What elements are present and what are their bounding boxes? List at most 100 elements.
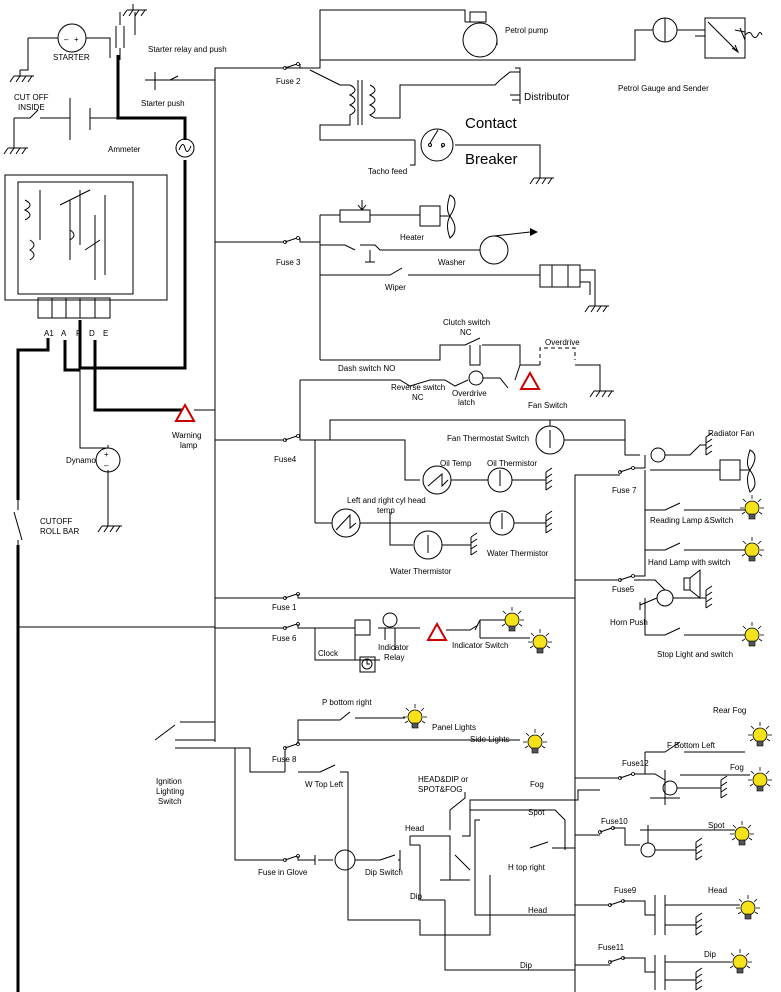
terminal-f-label: F: [76, 329, 81, 338]
overdrive-label: Overdrive: [545, 338, 580, 347]
fog-lamp-label: Fog: [730, 763, 744, 772]
water-thermistor-a-label: Water Thermistor: [390, 567, 452, 576]
spot-wire-label: Spot: [528, 808, 545, 817]
side-lights-label: Side Lights: [470, 735, 510, 744]
fuse-10-icon: [598, 826, 615, 834]
washer-label: Washer: [438, 258, 466, 267]
fuse-8-icon: [283, 742, 300, 750]
dip-wire-label: Dip: [520, 961, 533, 970]
oil-temp-label: Oil Temp: [440, 459, 472, 468]
fuse-2-label: Fuse 2: [276, 77, 301, 86]
earth-icon: [689, 837, 703, 861]
spot-lamp-label: Spot: [708, 821, 725, 830]
starter-relay-label: Starter relay and push: [148, 45, 227, 54]
radiator-fan-icon: [719, 449, 756, 493]
fuse-12-label: Fuse12: [622, 759, 649, 768]
svg-text:–: –: [64, 35, 69, 44]
fuse-7-label: Fuse 7: [612, 486, 637, 495]
head-lamp-label: Head: [708, 886, 727, 895]
fuse-in-glove-icon: [283, 854, 300, 862]
fuse-10-label: Fuse10: [601, 817, 628, 826]
distributor-label: Distributor: [524, 92, 570, 103]
indicator-relay-label: Indicator: [378, 643, 409, 652]
indicator-relay-icon: [354, 612, 420, 650]
head-lamp-bulb-icon: [735, 894, 761, 920]
svg-text:+: +: [74, 35, 79, 44]
indicator-relay-label-2: Relay: [384, 653, 404, 662]
panel-lights-bulb-icon: [402, 703, 428, 729]
horn-push-label: Horn Push: [610, 618, 648, 627]
fuse-11-label: Fuse11: [598, 943, 625, 952]
ammeter-label: Ammeter: [108, 145, 141, 154]
head-wire-label: Head: [528, 906, 547, 915]
dynamo-label: Dynamo: [66, 456, 96, 465]
svg-text:–: –: [104, 461, 109, 470]
petrol-pump-icon: [462, 11, 498, 58]
fuse-7-icon: [618, 466, 635, 474]
dynamo-icon: + –: [95, 447, 121, 473]
fuse-in-glove-label: Fuse in Glove: [258, 868, 308, 877]
petrol-gauge-label: Petrol Gauge and Sender: [618, 84, 709, 93]
petrol-sender-icon: [704, 17, 763, 59]
warning-lamp-icon: [175, 404, 195, 422]
contact-breaker-icon: [420, 128, 454, 162]
clutch-switch-label-2: NC: [460, 328, 472, 337]
indicator-warning-icon: [427, 623, 447, 641]
fan-thermostat-switch-label: Fan Thermostat Switch: [447, 434, 529, 443]
fuse-12-icon: [618, 772, 635, 780]
spot-relay-icon: [640, 825, 656, 858]
starter-push-label: Starter push: [141, 99, 185, 108]
fuse-4-label: Fuse4: [274, 455, 297, 464]
dip-lamp-label: Dip: [704, 950, 717, 959]
horn-icon: [683, 568, 701, 600]
oil-thermistor-icon: [487, 467, 513, 493]
rear-fog-label: Rear Fog: [713, 706, 746, 715]
radiator-fan-label: Radiator Fan: [708, 429, 754, 438]
dip-switch-label: Dip Switch: [365, 868, 403, 877]
fuse-9-label: Fuse9: [614, 886, 637, 895]
warning-lamp-label: Warning: [172, 431, 202, 440]
heater-fan-icon: [419, 194, 456, 239]
earth-icon: [584, 299, 610, 313]
starter-motor: – +: [57, 23, 87, 53]
cyl-head-temp-label: Left and right cyl head: [347, 496, 426, 505]
terminal-e-label: E: [103, 329, 108, 338]
wiper-label: Wiper: [385, 283, 406, 292]
clutch-switch-label: Clutch switch: [443, 318, 490, 327]
earth-icon: [539, 510, 553, 534]
overdrive-latch-label-2: latch: [458, 398, 475, 407]
svg-text:+: +: [104, 450, 109, 459]
fuse-5-icon: [618, 574, 635, 582]
earth-icon: [714, 775, 728, 799]
head-dip-label: HEAD&DIP or: [418, 775, 468, 784]
fuse-11-icon: [608, 956, 625, 964]
warning-lamp-label-2: lamp: [180, 441, 198, 450]
clock-icon: [359, 656, 376, 673]
indicator-right-bulb-icon: [527, 628, 553, 654]
panel-lights-label: Panel Lights: [432, 723, 476, 732]
fuse-5-label: Fuse5: [612, 585, 635, 594]
head-switch-label: Head: [405, 824, 424, 833]
stop-light-label: Stop Light and switch: [657, 650, 733, 659]
fog-lamp-bulb-icon: [747, 766, 773, 792]
fuse-9-icon: [608, 899, 625, 907]
heater-label: Heater: [400, 233, 424, 242]
cut-off-inside-label: CUT OFF: [14, 93, 49, 102]
dash-switch-label: Dash switch NO: [338, 364, 395, 373]
hand-lamp-label: Hand Lamp with switch: [648, 558, 730, 567]
oil-temp-gauge-icon: [422, 465, 452, 495]
fog-relay-icon: [650, 770, 680, 805]
indicator-switch-label: Indicator Switch: [452, 641, 508, 650]
cyl-head-temp-gauge-icon: [331, 508, 361, 538]
reverse-switch-label-2: NC: [412, 393, 424, 402]
earth-icon: [9, 69, 35, 83]
battery-icon: [48, 98, 118, 140]
earth-icon: [539, 467, 553, 491]
water-thermistor-b-icon: [489, 510, 515, 536]
fuse-3-label: Fuse 3: [276, 258, 301, 267]
tacho-feed-label: Tacho feed: [368, 167, 407, 176]
control-box: [4, 174, 168, 319]
dip-switch-dip-label: Dip: [410, 892, 423, 901]
fuse-8-label: Fuse 8: [272, 755, 297, 764]
